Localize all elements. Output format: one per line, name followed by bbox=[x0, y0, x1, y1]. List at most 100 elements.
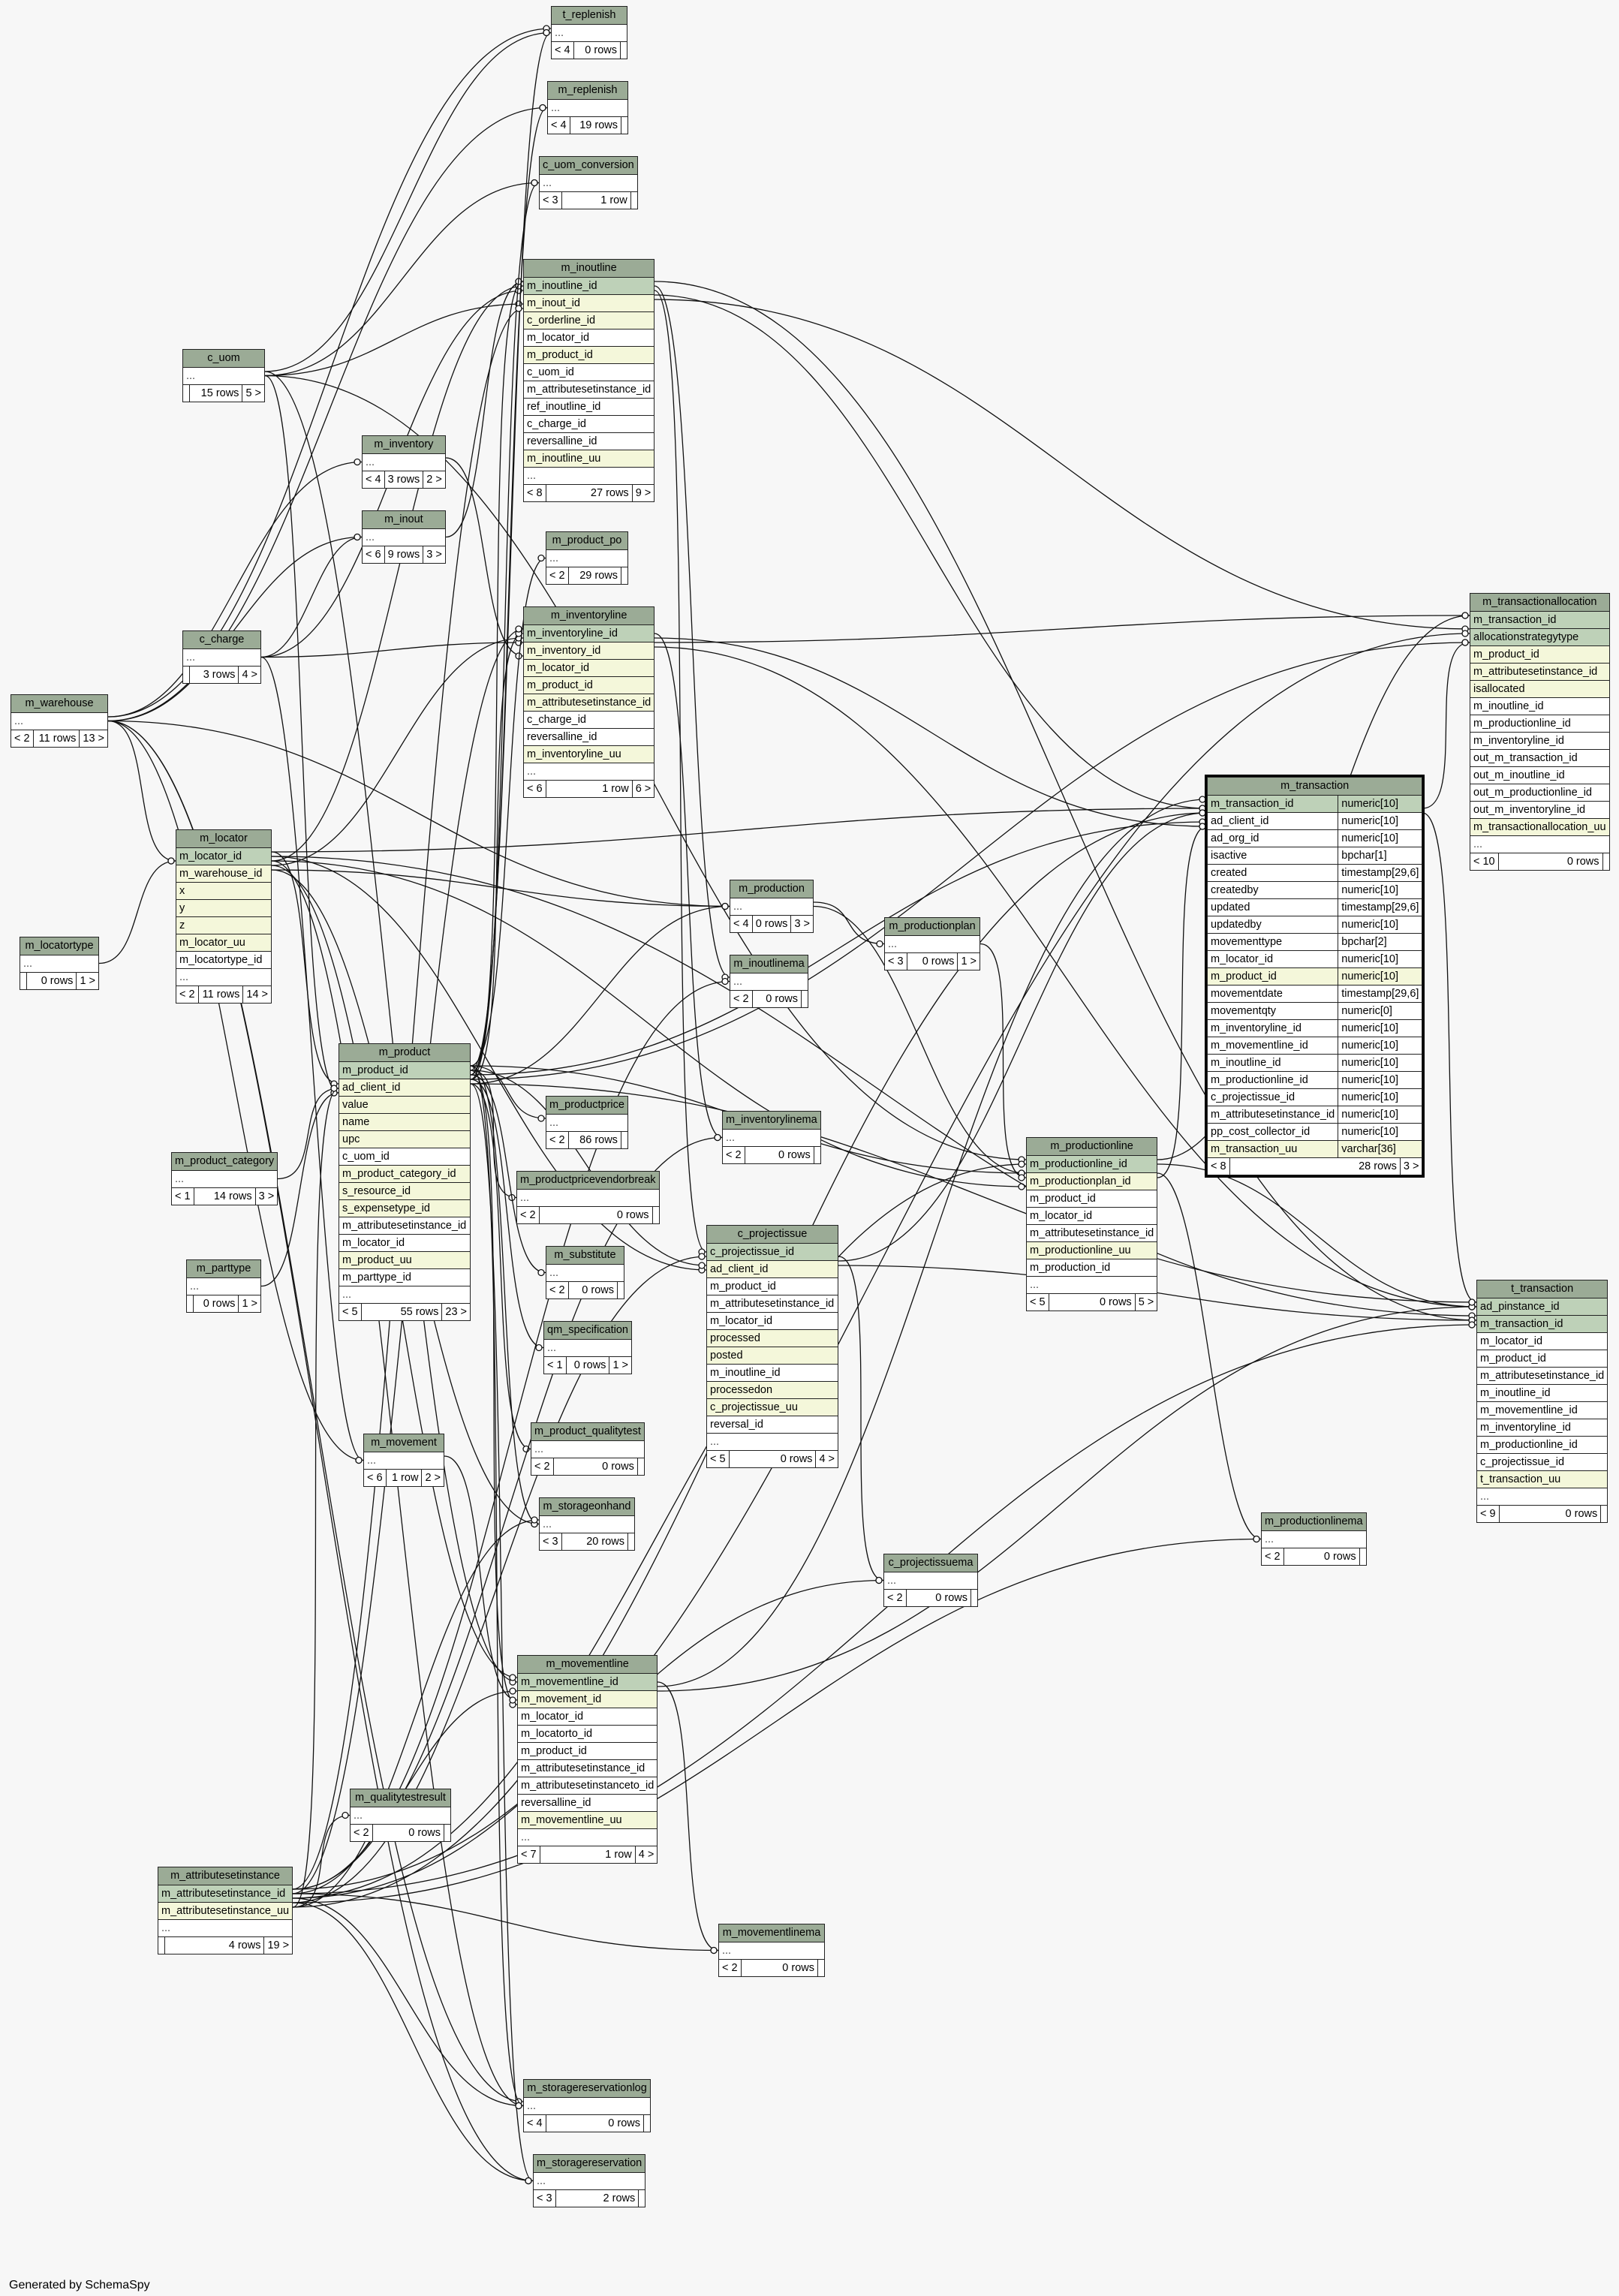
table-title[interactable]: m_warehouse bbox=[11, 694, 108, 713]
column-row[interactable]: out_m_inventoryline_id bbox=[1470, 801, 1610, 819]
column-row[interactable]: m_inventoryline_id bbox=[1470, 732, 1610, 750]
column-row[interactable]: c_orderline_id bbox=[522, 311, 655, 330]
column-row[interactable]: m_attributesetinstance_id bbox=[516, 1759, 658, 1777]
table-title[interactable]: m_product_category bbox=[170, 1152, 278, 1171]
column-row[interactable]: c_projectissue_id bbox=[706, 1243, 838, 1261]
column-row[interactable]: m_warehouse_id bbox=[176, 865, 272, 883]
column-row[interactable]: m_product_id bbox=[706, 1277, 838, 1295]
column-row[interactable]: m_product_id bbox=[1476, 1350, 1608, 1368]
column-row[interactable]: m_attributesetinstance_id bbox=[706, 1295, 838, 1313]
table-title[interactable]: m_product bbox=[339, 1043, 471, 1062]
column-row[interactable]: ref_inoutline_id bbox=[522, 398, 655, 416]
table-title[interactable]: m_attributesetinstance bbox=[157, 1867, 293, 1885]
column-row[interactable]: processed bbox=[706, 1329, 838, 1347]
column-row[interactable]: reversalline_id bbox=[516, 1794, 658, 1812]
column-row[interactable]: upc bbox=[339, 1130, 471, 1148]
column-row[interactable]: m_attributesetinstanceto_id bbox=[516, 1777, 658, 1795]
table-title[interactable]: m_product_po bbox=[546, 531, 628, 550]
table-m_attributesetinstance[interactable]: m_attributesetinstance m_attributesetinst… bbox=[157, 1867, 293, 1954]
column-row[interactable]: m_product_uu bbox=[339, 1251, 471, 1269]
column-row[interactable]: ad_pinstance_id bbox=[1476, 1298, 1608, 1316]
table-title[interactable]: t_transaction bbox=[1476, 1280, 1608, 1298]
column-row[interactable]: allocationstrategytype bbox=[1470, 628, 1610, 646]
column-row[interactable]: m_inoutline_uu bbox=[522, 450, 655, 468]
table-title[interactable]: m_storagereservation bbox=[532, 2154, 646, 2173]
column-row[interactable]: m_attributesetinstance_id bbox=[1025, 1224, 1158, 1242]
column-row[interactable]: c_charge_id bbox=[522, 711, 655, 729]
column-row[interactable]: out_m_productionline_id bbox=[1470, 784, 1610, 802]
column-row[interactable]: m_inout_id bbox=[522, 294, 655, 312]
column-row[interactable]: m_locator_id bbox=[516, 1708, 658, 1726]
column-row[interactable]: m_production_id bbox=[1025, 1259, 1158, 1277]
column-row[interactable]: m_attributesetinstance_id bbox=[339, 1217, 471, 1235]
column-row[interactable]: m_locator_id bbox=[339, 1234, 471, 1252]
column-row[interactable]: reversalline_id bbox=[522, 728, 655, 746]
table-title[interactable]: m_inventorylinema bbox=[722, 1111, 821, 1130]
column-row[interactable]: value bbox=[339, 1096, 471, 1114]
column-row[interactable]: m_inoutline_id bbox=[706, 1364, 838, 1382]
column-row[interactable]: m_product_id bbox=[522, 676, 655, 694]
table-title[interactable]: m_movementline bbox=[516, 1655, 658, 1674]
column-row[interactable]: m_locator_id bbox=[176, 847, 272, 865]
column-row[interactable]: m_locatortype_id bbox=[176, 951, 272, 969]
column-row[interactable]: y bbox=[176, 899, 272, 917]
column-row[interactable]: m_attributesetinstance_id bbox=[522, 694, 655, 712]
table-title[interactable]: c_projectissuema bbox=[883, 1554, 978, 1572]
table-title[interactable]: c_uom bbox=[182, 349, 265, 368]
table-title[interactable]: m_qualitytestresult bbox=[350, 1789, 451, 1807]
column-row[interactable]: ad_client_id bbox=[339, 1079, 471, 1097]
table-title[interactable]: c_charge bbox=[182, 630, 261, 649]
column-row[interactable]: m_attributesetinstance_id bbox=[1470, 663, 1610, 681]
column-row[interactable]: c_uom_id bbox=[522, 363, 655, 381]
table-title[interactable]: m_replenish bbox=[547, 81, 628, 100]
column-row[interactable]: m_attributesetinstance_id bbox=[522, 381, 655, 399]
table-title[interactable]: m_productpricevendorbreak bbox=[516, 1171, 660, 1190]
table-title[interactable]: m_inventory bbox=[362, 435, 446, 454]
column-row[interactable]: m_locator_uu bbox=[176, 934, 272, 952]
table-title[interactable]: m_substitute bbox=[546, 1246, 624, 1265]
column-row[interactable]: reversalline_id bbox=[522, 432, 655, 450]
column-row[interactable]: c_projectissue_id bbox=[1476, 1453, 1608, 1471]
column-row[interactable]: m_locator_id bbox=[522, 329, 655, 347]
column-row[interactable]: m_transaction_id bbox=[1470, 611, 1610, 629]
column-row[interactable]: m_inoutline_id bbox=[522, 277, 655, 295]
column-row[interactable]: m_movementline_id bbox=[1476, 1401, 1608, 1419]
column-row[interactable]: m_attributesetinstance_uu bbox=[157, 1902, 293, 1920]
table-title[interactable]: m_transactionallocation bbox=[1470, 593, 1610, 612]
column-row[interactable]: m_inoutline_id bbox=[1470, 697, 1610, 715]
table-title[interactable]: c_projectissue bbox=[706, 1225, 838, 1244]
table-title[interactable]: m_productionline bbox=[1025, 1137, 1158, 1156]
column-row[interactable]: ad_client_id bbox=[706, 1260, 838, 1278]
